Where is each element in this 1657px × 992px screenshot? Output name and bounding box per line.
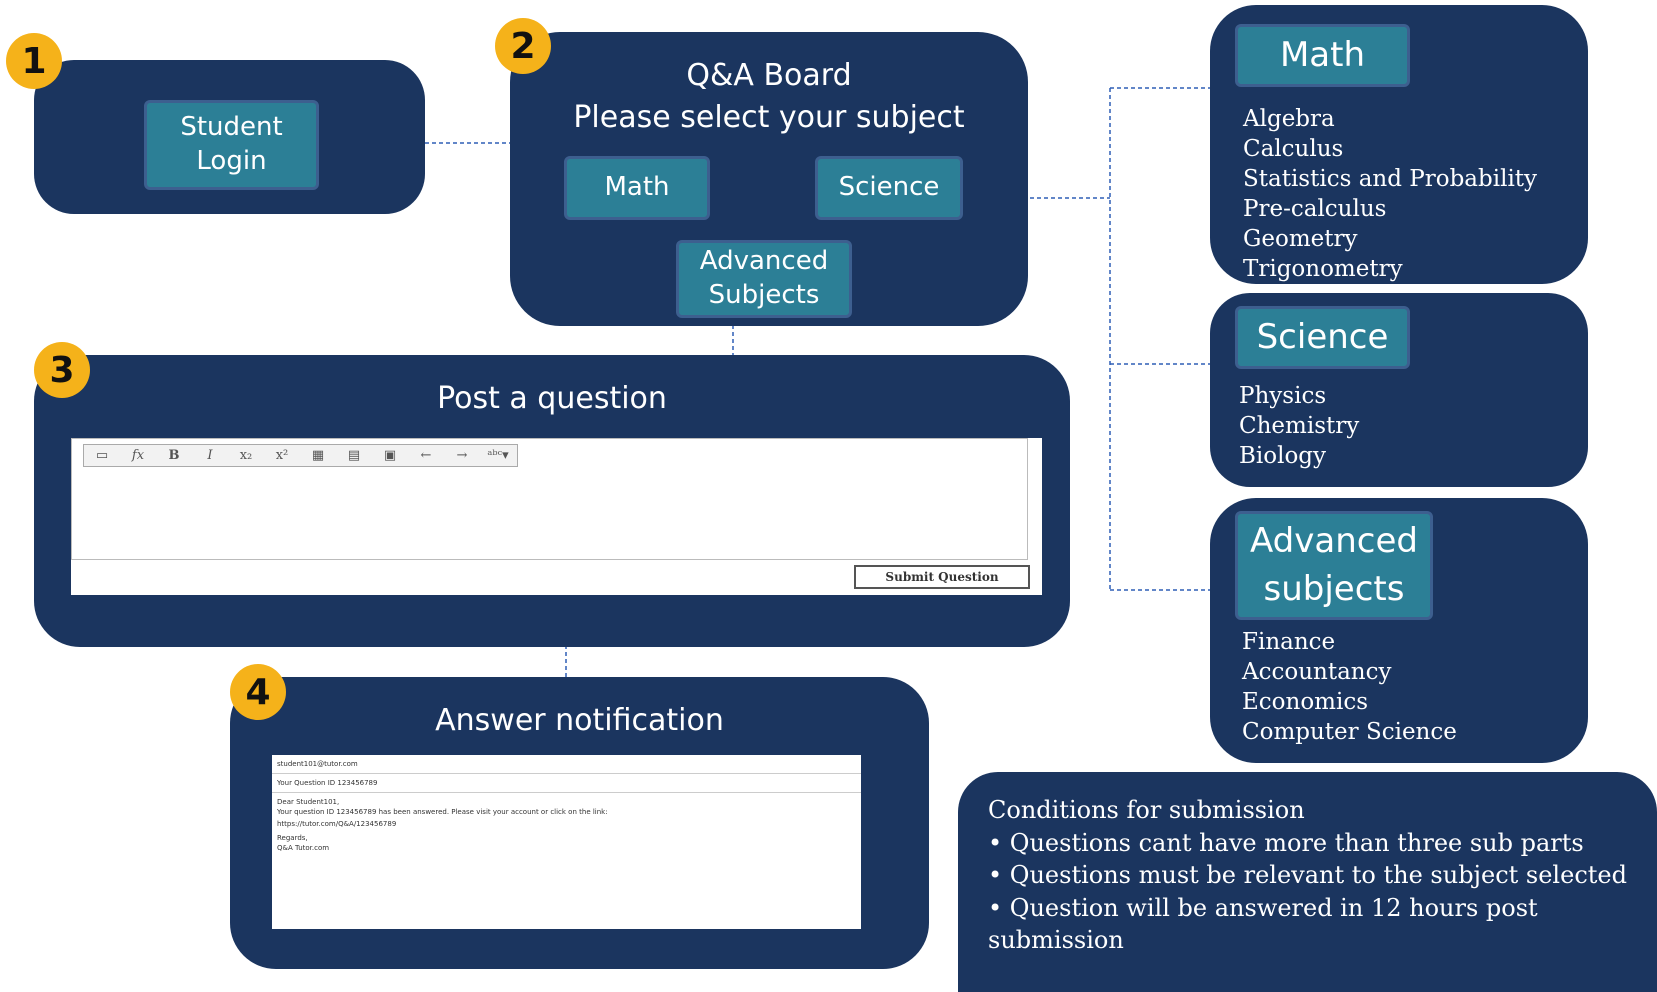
paste-icon[interactable]: ▣ bbox=[383, 448, 397, 463]
math-topic: Calculus bbox=[1243, 136, 1344, 162]
science-card-title: Science bbox=[1235, 306, 1410, 369]
email-link[interactable]: https://tutor.com/Q&A/123456789 bbox=[277, 820, 397, 828]
login-label-line2: Login bbox=[196, 146, 267, 176]
math-topic: Algebra bbox=[1243, 106, 1335, 132]
email-signature: Q&A Tutor.com bbox=[277, 844, 330, 852]
qa-board-subtitle: Please select your subject bbox=[573, 100, 965, 135]
image-icon[interactable]: ▭ bbox=[95, 448, 109, 463]
login-label-line1: Student bbox=[180, 112, 283, 143]
redo-icon[interactable]: → bbox=[456, 448, 468, 463]
science-topic: Chemistry bbox=[1239, 413, 1360, 439]
answer-notification-title: Answer notification bbox=[435, 703, 724, 738]
question-editor[interactable]: ▭ fx B I x₂ x² ▦ ▤ ▣ ← → ᵃᵇᶜ▾ Submit Que… bbox=[71, 438, 1042, 595]
spellcheck-icon[interactable]: ᵃᵇᶜ▾ bbox=[487, 448, 509, 463]
email-greeting: Dear Student101, bbox=[277, 798, 340, 806]
editor-toolbar: ▭ fx B I x₂ x² ▦ ▤ ▣ ← → ᵃᵇᶜ▾ bbox=[83, 444, 518, 467]
conditions-heading: Conditions for submission bbox=[988, 796, 1305, 824]
undo-icon[interactable]: ← bbox=[420, 448, 432, 463]
formula-icon[interactable]: fx bbox=[131, 448, 145, 463]
advanced-topic: Accountancy bbox=[1242, 659, 1392, 685]
advanced-topic: Economics bbox=[1242, 689, 1369, 715]
condition-item: • Questions must be relevant to the subj… bbox=[988, 861, 1627, 889]
bold-icon[interactable]: B bbox=[168, 448, 180, 463]
email-body: Your question ID 123456789 has been answ… bbox=[277, 808, 608, 816]
science-topic-list: Physics Chemistry Biology bbox=[1239, 381, 1359, 471]
notification-email: student101@tutor.com Your Question ID 12… bbox=[272, 755, 861, 929]
italic-icon[interactable]: I bbox=[207, 448, 213, 463]
math-topic: Geometry bbox=[1243, 226, 1358, 252]
qa-board-title: Q&A Board bbox=[686, 58, 852, 93]
science-topic: Biology bbox=[1239, 443, 1327, 469]
submit-question-button[interactable]: Submit Question bbox=[854, 565, 1030, 589]
conditions-text: Conditions for submission • Questions ca… bbox=[988, 794, 1628, 957]
math-button[interactable]: Math bbox=[564, 156, 710, 220]
condition-item: • Questions cant have more than three su… bbox=[988, 828, 1584, 857]
science-button[interactable]: Science bbox=[815, 156, 963, 220]
step-3-badge: 3 bbox=[34, 342, 90, 398]
advanced-title-line1: Advanced bbox=[1250, 520, 1418, 561]
science-topic: Physics bbox=[1239, 383, 1327, 409]
math-card-title: Math bbox=[1235, 24, 1410, 87]
math-topic: Pre-calculus bbox=[1243, 196, 1387, 222]
insert-icon[interactable]: ▤ bbox=[347, 448, 361, 463]
advanced-topic: Finance bbox=[1242, 629, 1336, 655]
email-from: student101@tutor.com bbox=[272, 755, 861, 774]
math-topic: Statistics and Probability bbox=[1243, 166, 1538, 192]
condition-item: • Question will be answered in 12 hours … bbox=[988, 893, 1538, 955]
step-4-badge: 4 bbox=[230, 664, 286, 720]
advanced-label-line2: Subjects bbox=[708, 280, 820, 310]
advanced-card-title: Advanced subjects bbox=[1235, 511, 1433, 620]
step-1-badge: 1 bbox=[6, 33, 62, 89]
advanced-title-line2: subjects bbox=[1263, 568, 1405, 609]
email-regards: Regards, bbox=[277, 834, 308, 842]
table-icon[interactable]: ▦ bbox=[311, 448, 325, 463]
advanced-topic: Computer Science bbox=[1242, 719, 1457, 745]
post-question-title: Post a question bbox=[437, 381, 667, 416]
math-topic-list: Algebra Calculus Statistics and Probabil… bbox=[1243, 104, 1537, 284]
email-subject: Your Question ID 123456789 bbox=[272, 774, 861, 793]
superscript-icon[interactable]: x² bbox=[275, 448, 289, 463]
subscript-icon[interactable]: x₂ bbox=[239, 448, 253, 463]
advanced-label-line1: Advanced bbox=[699, 246, 829, 277]
advanced-topic-list: Finance Accountancy Economics Computer S… bbox=[1242, 627, 1457, 747]
step-2-badge: 2 bbox=[495, 18, 551, 74]
conditions-panel bbox=[958, 772, 1657, 992]
math-topic: Trigonometry bbox=[1243, 256, 1403, 282]
